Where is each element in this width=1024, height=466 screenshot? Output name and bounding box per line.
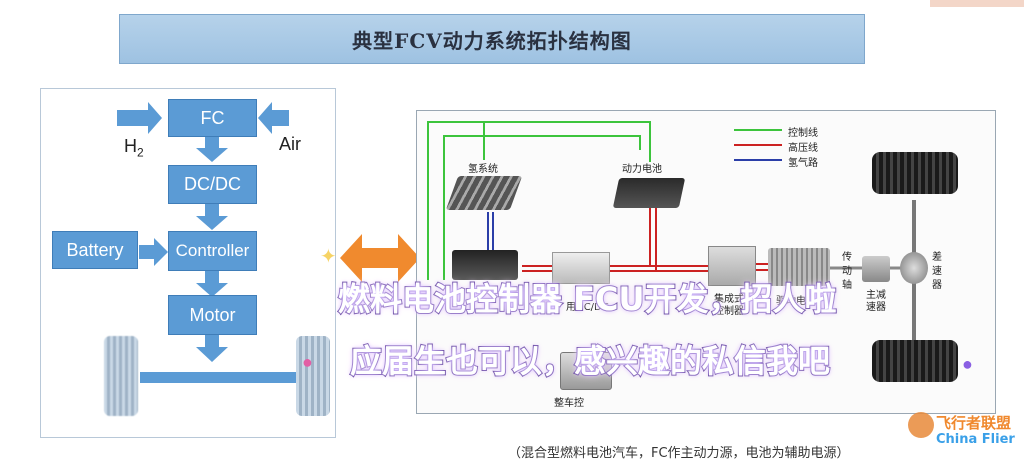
air-label: Air [279, 134, 301, 154]
drive-motor-label: 驱动电机 [776, 296, 816, 307]
transmission-label-c: 轴 [842, 280, 852, 291]
motor-block: Motor [168, 295, 257, 335]
legend-hydrogen-label: 氢气路 [788, 158, 818, 169]
hydrogen-tanks [445, 176, 523, 210]
overlay-line-1: 燃料电池控制器 FCU开发，招人啦 [337, 279, 837, 319]
transmission-label-a: 传 [842, 252, 852, 263]
power-battery-label: 动力电池 [622, 164, 662, 175]
fc-block: FC [168, 99, 257, 137]
differential-image [900, 252, 928, 284]
main-reducer-label-a: 主减 [866, 290, 886, 301]
planet-icon: ● [302, 352, 313, 372]
vehicle-controller-image [560, 352, 612, 390]
main-reducer-image [862, 256, 890, 282]
fc-dcdc-arrow [196, 137, 228, 162]
corner-decoration [930, 0, 1024, 7]
watermark-line-2: China Flier [936, 432, 1015, 447]
main-reducer-label-b: 速器 [866, 302, 886, 313]
hydrogen-system-label: 氢系统 [468, 164, 498, 175]
dcdc-module [552, 252, 610, 284]
vehicle-controller-label: 整车控 [554, 398, 584, 409]
watermark-logo [908, 412, 934, 438]
h2-label: H2 [124, 136, 144, 160]
overlay-line-2: 应届生也可以，感兴趣的私信我吧 [349, 341, 831, 381]
dcdc-label: 用DC/DC [566, 302, 609, 313]
legend-hv-label: 高压线 [788, 143, 818, 154]
caption: （混合型燃料电池汽车，FC作主动力源，电池为辅助电源） [508, 446, 850, 461]
differential-label-a: 差 [932, 252, 942, 263]
page-title: 典型FCV动力系统拓扑结构图 [352, 28, 632, 53]
title-bar: 典型FCV动力系统拓扑结构图 [119, 14, 865, 64]
battery-controller-arrow [139, 238, 168, 266]
h2-arrow [117, 102, 162, 134]
integrated-controller-label-b: 控制器 [714, 306, 744, 317]
legend-control-label: 控制线 [788, 128, 818, 139]
power-battery-image [612, 178, 686, 208]
air-arrow [258, 102, 289, 134]
bottom-tire [872, 340, 958, 382]
differential-label-c: 器 [932, 280, 942, 291]
differential-label-b: 速 [932, 266, 942, 277]
integrated-controller-label-a: 集成式 [714, 294, 744, 305]
dcdc-controller-arrow [196, 204, 228, 230]
watermark-line-1: 飞行者联盟 [936, 414, 1012, 432]
orange-double-arrow [340, 234, 420, 282]
top-tire [872, 152, 958, 194]
dcdc-block: DC/DC [168, 165, 257, 204]
integrated-controller [708, 246, 756, 286]
axle-bar [140, 372, 296, 383]
sparkle-icon: ✦ [320, 246, 337, 268]
battery-block: Battery [52, 231, 138, 269]
fuel-cell-stack [452, 250, 518, 280]
drive-motor-image [768, 248, 830, 286]
controller-block: Controller [168, 231, 257, 271]
motor-axle-arrow [196, 335, 228, 362]
right-wheel [296, 336, 330, 416]
controller-motor-arrow [196, 271, 228, 297]
left-wheel [104, 336, 138, 416]
planet-icon-right: ● [962, 354, 973, 374]
transmission-label-b: 动 [842, 266, 852, 277]
